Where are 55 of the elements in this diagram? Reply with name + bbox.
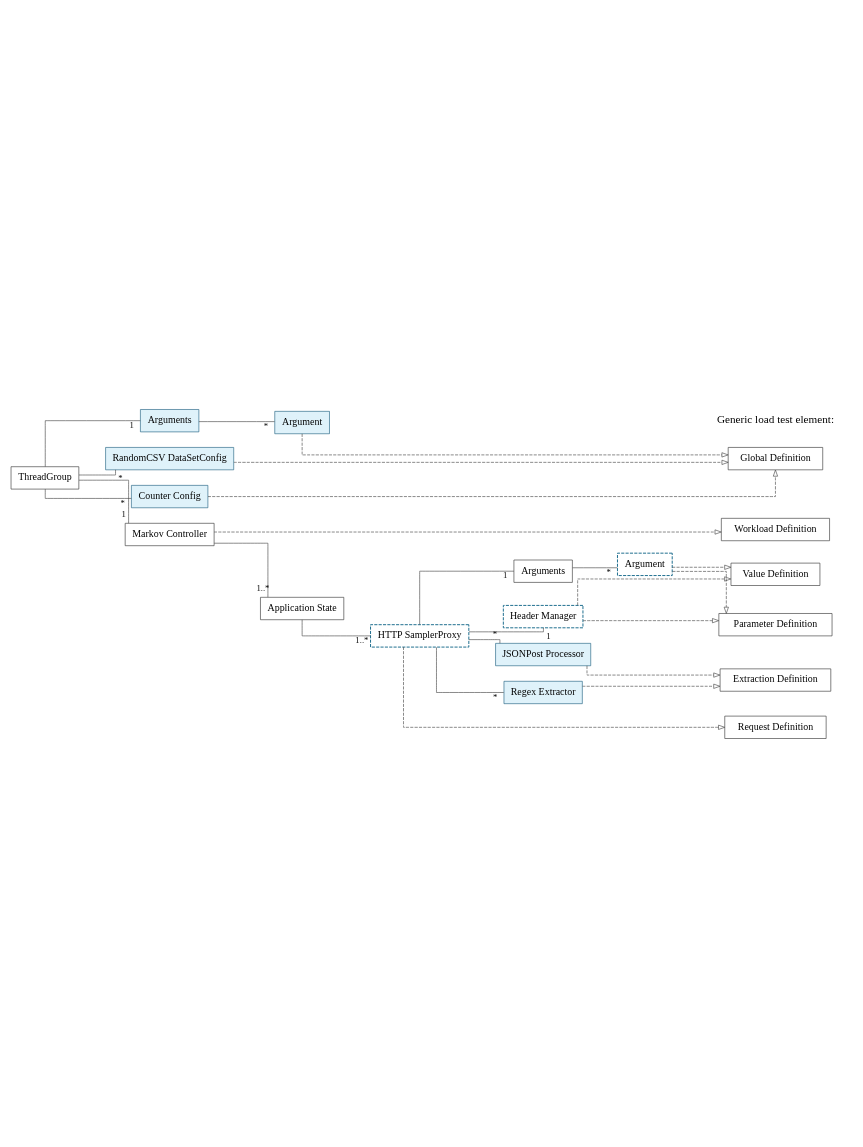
arrow [301,433,729,457]
arrow [233,459,729,465]
connector [44,488,132,499]
node-box: HTTP SamplerProxy [370,623,470,648]
node-box: Request Definition [724,715,827,739]
edge-label: * [492,691,498,702]
edge-label: * [492,628,498,639]
edge-label: * [118,472,123,483]
arrow [582,683,721,689]
node-box: Arguments [513,559,573,583]
edge-label: * [263,420,269,431]
connector [468,627,544,632]
edge-label: * [120,497,125,508]
node-box: Argument [616,552,673,576]
connector [78,479,129,524]
arrow [207,469,778,497]
edge-label: 1 [546,630,551,641]
edge-label: 1..* [256,582,270,593]
arrow [577,576,732,606]
arrow [672,570,729,614]
arrow [586,664,721,678]
arrow [671,564,732,570]
arrow [403,646,725,730]
edge-label: 1 [503,569,508,580]
node-box: Workload Definition [721,517,830,541]
connector [572,566,618,568]
node-box: JSONPost Processor [495,642,592,666]
connector [436,646,505,693]
node-box: Counter Config [131,484,209,508]
arrow [213,529,722,534]
node-box: Extraction Definition [719,668,832,692]
edge-label: 1 [121,508,126,519]
connector [301,619,371,636]
arrow [582,617,719,623]
label: Generic load test element: [716,412,835,425]
connector [419,570,515,625]
node-box: Markov Controller [124,522,215,546]
node-box: Argument [274,410,330,434]
connector [44,419,141,467]
node-box: Regex Extractor [503,680,583,704]
node-box: Application State [260,596,345,620]
edge-label: 1..* [355,634,369,645]
node-box: Parameter Definition [718,612,833,636]
node-box: RandomCSV DataSetConfig [105,446,234,470]
edge-label: 1 [129,419,134,430]
node-box: Header Manager [502,604,584,628]
node-box: Value Definition [730,562,821,586]
node-box: Global Definition [727,446,824,470]
node-box: Arguments [140,408,200,432]
connector [78,469,116,475]
connector [213,542,269,597]
connector [468,638,501,644]
connector [198,420,275,422]
edge-label: * [606,566,611,577]
node-box: ThreadGroup [10,465,80,489]
